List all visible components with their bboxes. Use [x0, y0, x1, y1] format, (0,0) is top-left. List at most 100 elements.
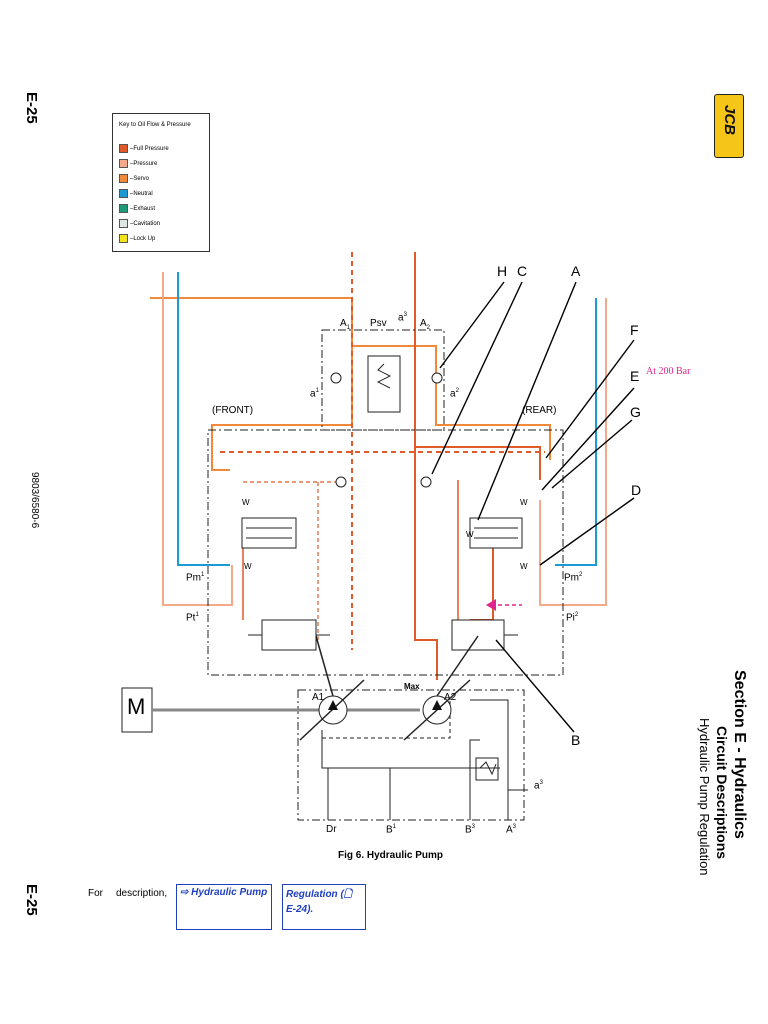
label-h: H: [497, 263, 508, 279]
front-pump-arrow: [328, 700, 338, 710]
legend-label: –Cavitation: [130, 220, 161, 227]
psv-spring: [376, 363, 392, 389]
full-pressure-line-left-cyl: [242, 480, 459, 620]
front-spool-valve: [241, 517, 297, 549]
legend-swatch: [119, 159, 128, 168]
motor-box: [121, 687, 153, 733]
footer-for: For: [88, 888, 103, 899]
legend-swatch: [119, 144, 128, 153]
rear-pump-arrow: [432, 700, 442, 710]
port-a3-label: a3: [398, 312, 407, 324]
pressure-indicator-arrow: [486, 599, 496, 611]
leader-e: [541, 387, 635, 491]
legend-label: –Lock Up: [130, 235, 156, 242]
hydraulic-pump-link[interactable]: ⇨ Hydraulic Pump: [176, 884, 272, 930]
legend-title: Key to Oil Flow & Pressure: [119, 122, 191, 128]
full-pressure-line-main: [414, 252, 438, 680]
leader-b: [495, 639, 575, 733]
label-f: F: [630, 322, 639, 338]
port-pm2-label: Pm2: [564, 572, 583, 584]
pump-boundary: [297, 689, 525, 821]
check-valve-mid: [335, 476, 347, 488]
label-e: E: [630, 368, 640, 384]
label-a: A: [571, 263, 581, 279]
leader-h: [439, 281, 505, 369]
legend-label: –Exhaust: [130, 205, 156, 212]
label-b: B: [571, 732, 581, 748]
port-pt1-label: Pt1: [186, 612, 199, 624]
port-pi2-label: Pi2: [566, 612, 579, 624]
legend-item: –Lock Up: [119, 234, 155, 243]
rear-cylinder: [451, 619, 505, 651]
pump-dashed: [322, 700, 451, 739]
leader-c: [431, 281, 523, 475]
oil-flow-legend: Key to Oil Flow & Pressure –Full Pressur…: [112, 113, 210, 252]
w-label-5: W: [520, 562, 528, 571]
front-cylinder: [261, 619, 317, 651]
legend-swatch: [119, 174, 128, 183]
legend-swatch: [119, 189, 128, 198]
legend-item: –Servo: [119, 174, 149, 183]
w-label-4: W: [520, 498, 528, 507]
legend-swatch: [119, 234, 128, 243]
legend-item: –Pressure: [119, 159, 157, 168]
w-label-3: W: [466, 530, 474, 539]
regulation-link[interactable]: Regulation (🗋 E-24).: [282, 884, 366, 930]
check-valve-a1: [330, 372, 342, 384]
rear-spool-valve: [469, 517, 523, 549]
pump-line-lower: [321, 699, 528, 820]
neutral-line-left: [177, 272, 230, 566]
leader-a: [477, 281, 577, 521]
rear-label: (REAR): [522, 405, 557, 416]
port-a3b-label: A3: [506, 824, 517, 836]
rear-piston-rods: [451, 628, 518, 644]
footer-description: description,: [116, 888, 168, 899]
relief-valve: [475, 757, 499, 781]
label-g: G: [630, 404, 641, 420]
legend-label: –Servo: [130, 175, 150, 182]
port-a1-label: A1: [340, 318, 351, 331]
port-a2-label: A2: [420, 318, 431, 331]
legend-item: –Exhaust: [119, 204, 155, 213]
legend-item: –Full Pressure: [119, 144, 169, 153]
port-pm1-label: Pm1: [186, 572, 205, 584]
port-a-right-label: a2: [450, 388, 459, 400]
pump-a1-label: A1: [312, 692, 325, 703]
legend-swatch: [119, 204, 128, 213]
full-pressure-line-rear: [415, 446, 541, 480]
port-a-left-label: a1: [310, 388, 319, 400]
w-label-2: W: [244, 562, 252, 571]
motor-label: M: [127, 694, 146, 719]
max-label: Max: [404, 682, 420, 691]
spool-arrows-front: [246, 527, 292, 539]
psv-label: Psv: [370, 318, 387, 329]
regulator-boundary: [207, 429, 564, 676]
port-b1-label: B1: [386, 824, 397, 836]
port-a3c-label: a3: [534, 780, 543, 792]
pump-a2-label: A2: [444, 692, 457, 703]
port-b3-label: B3: [465, 824, 476, 836]
check-valve-a2: [431, 372, 443, 384]
legend-label: –Neutral: [130, 190, 153, 197]
figure-caption: Fig 6. Hydraulic Pump: [338, 850, 444, 861]
label-c: C: [517, 263, 528, 279]
legend-swatch: [119, 219, 128, 228]
front-piston-rods: [248, 628, 330, 644]
jcb-logo: JCB: [714, 94, 744, 158]
full-pressure-dashed-2: [243, 481, 340, 640]
pressure-annotation: At 200 Bar: [646, 366, 691, 377]
front-label: (FRONT): [212, 405, 254, 416]
label-d: D: [631, 482, 642, 498]
pressure-line-right: [539, 298, 607, 606]
leader-f: [545, 339, 635, 459]
psv-valve: [367, 355, 401, 413]
full-pressure-line-b: [470, 540, 494, 621]
legend-item: –Cavitation: [119, 219, 160, 228]
psv-block-boundary: [321, 329, 445, 431]
spool-arrows-rear: [474, 527, 518, 539]
leader-d: [539, 497, 635, 566]
check-valve-c: [420, 476, 432, 488]
legend-label: –Pressure: [130, 160, 158, 167]
